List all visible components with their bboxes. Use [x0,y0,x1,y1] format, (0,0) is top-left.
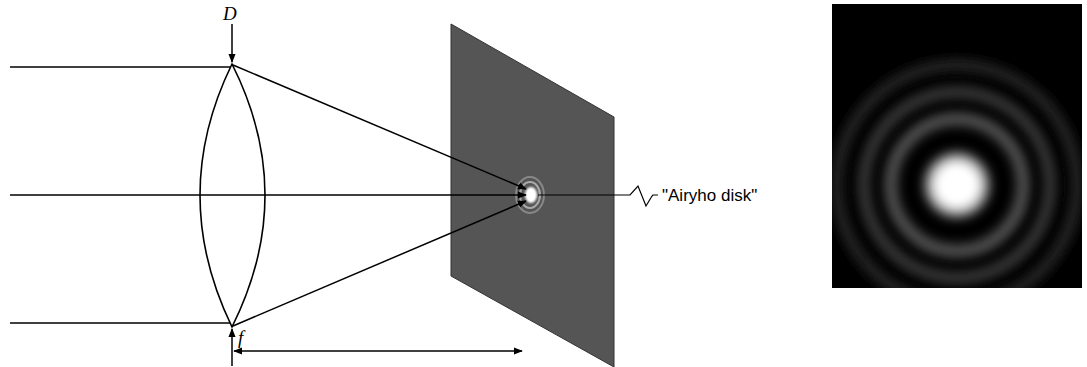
converging-ray [233,201,526,326]
focal-length-dimension [234,350,522,352]
converging-ray [265,194,526,196]
convex-lens [200,64,265,327]
focal-length-label: f [238,328,243,347]
callout-label: "Airyho disk" [660,186,759,205]
aperture-arrow [231,329,233,366]
incoming-ray [10,66,230,68]
leader-line [538,186,658,206]
converging-ray [233,65,526,189]
incoming-ray [10,322,230,324]
aperture-label: D [223,4,237,23]
ray-through-lens [200,194,265,196]
incoming-ray [10,194,200,196]
aperture-arrow [231,24,233,62]
airy-pattern-image [832,4,1082,305]
